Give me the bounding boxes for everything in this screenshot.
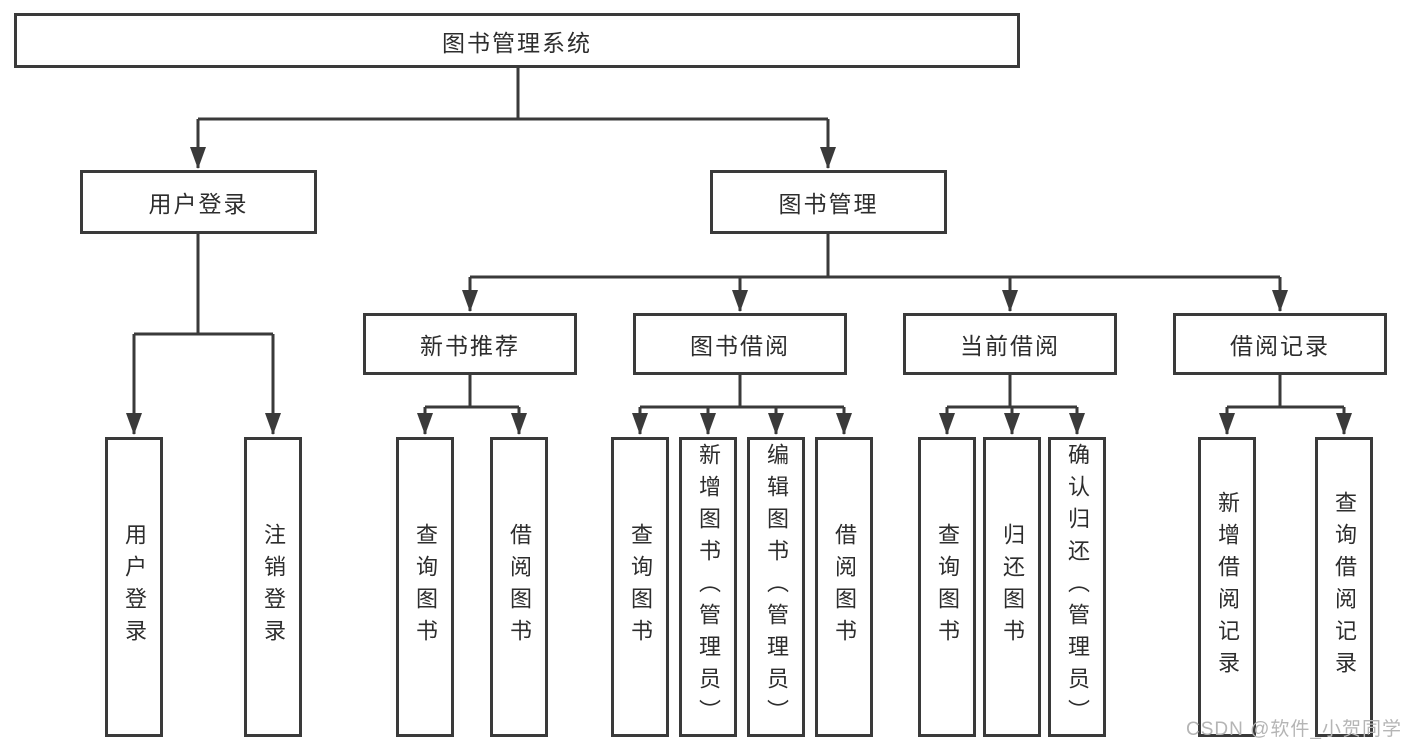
node-new-book-recommend: 新书推荐 <box>363 313 577 375</box>
leaf-logout: 注销登录 <box>244 437 302 737</box>
node-borrowing-records: 借阅记录 <box>1173 313 1387 375</box>
leaf-add-borrow-record: 新增借阅记录 <box>1198 437 1256 737</box>
node-user-login: 用户登录 <box>80 170 317 234</box>
node-book-management: 图书管理 <box>710 170 947 234</box>
leaf-add-books-admin: 新增图书（管理员） <box>679 437 737 737</box>
leaf-query-books-borrowing: 查询图书 <box>611 437 669 737</box>
node-current-borrowing: 当前借阅 <box>903 313 1117 375</box>
leaf-query-books-current: 查询图书 <box>918 437 976 737</box>
leaf-borrow-books-recommend: 借阅图书 <box>490 437 548 737</box>
node-book-borrowing: 图书借阅 <box>633 313 847 375</box>
leaf-edit-books-admin: 编辑图书（管理员） <box>747 437 805 737</box>
leaf-borrow-books: 借阅图书 <box>815 437 873 737</box>
leaf-query-borrow-record: 查询借阅记录 <box>1315 437 1373 737</box>
leaf-return-books: 归还图书 <box>983 437 1041 737</box>
leaf-confirm-return-admin: 确认归还（管理员） <box>1048 437 1106 737</box>
leaf-query-books-recommend: 查询图书 <box>396 437 454 737</box>
leaf-user-login: 用户登录 <box>105 437 163 737</box>
node-library-management-system: 图书管理系统 <box>14 13 1020 68</box>
csdn-watermark: CSDN @软件_小贺同学 <box>1186 719 1402 740</box>
